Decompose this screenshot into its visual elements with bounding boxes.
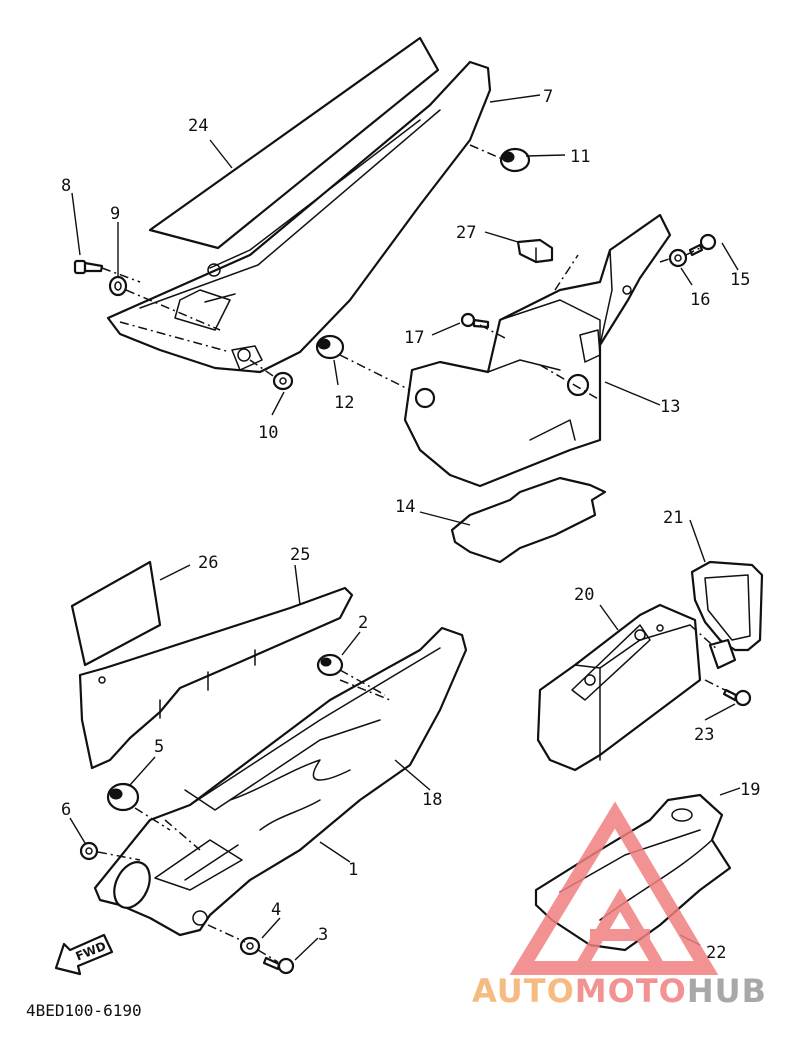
callout-12: 12 [334, 393, 354, 413]
callout-5: 5 [154, 737, 164, 757]
part-27-clip [516, 238, 554, 264]
callout-10: 10 [258, 423, 278, 443]
part-6-collar [79, 841, 99, 861]
fwd-arrow-icon: FWD [54, 933, 114, 976]
part-17-bolt [460, 312, 490, 329]
callout-24: 24 [188, 116, 208, 136]
callout-17: 17 [404, 328, 424, 348]
callout-16: 16 [690, 290, 710, 310]
part-25-gasket [78, 586, 354, 770]
callout-18: 18 [422, 790, 442, 810]
callout-7: 7 [543, 87, 553, 107]
part-20-toolbox [536, 603, 702, 772]
callout-14: 14 [395, 497, 415, 517]
callout-13: 13 [660, 397, 680, 417]
callout-20: 20 [574, 585, 594, 605]
part-3-screw [262, 956, 295, 975]
callout-21: 21 [663, 508, 683, 528]
part-7-side-cover-upper [106, 60, 492, 374]
callout-26: 26 [198, 553, 218, 573]
callout-25: 25 [290, 545, 310, 565]
part-2-grommet [316, 653, 344, 677]
callout-2: 2 [358, 613, 368, 633]
watermark-logo: AUTOMOTOHUB [472, 801, 767, 1010]
part-24-decal [148, 36, 440, 250]
callout-11: 11 [570, 147, 590, 167]
callout-labels: 24 7 11 8 9 10 12 27 15 16 17 13 14 26 2… [61, 87, 760, 963]
callout-22: 22 [706, 943, 726, 963]
watermark-triangle-icon [509, 801, 719, 975]
leader-lines [69, 94, 741, 961]
callout-27: 27 [456, 223, 476, 243]
part-16-collar [668, 248, 688, 268]
part-5-grommet [106, 782, 140, 812]
callout-3: 3 [318, 925, 328, 945]
part-14-battery-mat [450, 476, 607, 564]
part-8-bolt [73, 259, 104, 275]
callout-19: 19 [740, 780, 760, 800]
part-13-battery-box [403, 213, 672, 488]
part-12-grommet [315, 334, 345, 360]
callout-4: 4 [271, 900, 281, 920]
part-9-collar [108, 275, 128, 297]
part-4-washer [239, 936, 261, 956]
callout-6: 6 [61, 800, 71, 820]
callout-9: 9 [110, 204, 120, 224]
part-1-side-cover-lower [93, 626, 468, 937]
callout-8: 8 [61, 176, 71, 196]
callout-23: 23 [694, 725, 714, 745]
callout-1: 1 [348, 860, 358, 880]
part-26-decal [70, 560, 162, 667]
part-10-washer [272, 371, 294, 391]
watermark-text: AUTOMOTOHUB [472, 972, 767, 1010]
part-21-band [690, 560, 764, 670]
part-11-grommet [499, 147, 531, 173]
diagram-code: 4BED100-6190 [26, 1001, 142, 1020]
callout-15: 15 [730, 270, 750, 290]
part-15-bolt [688, 233, 717, 257]
